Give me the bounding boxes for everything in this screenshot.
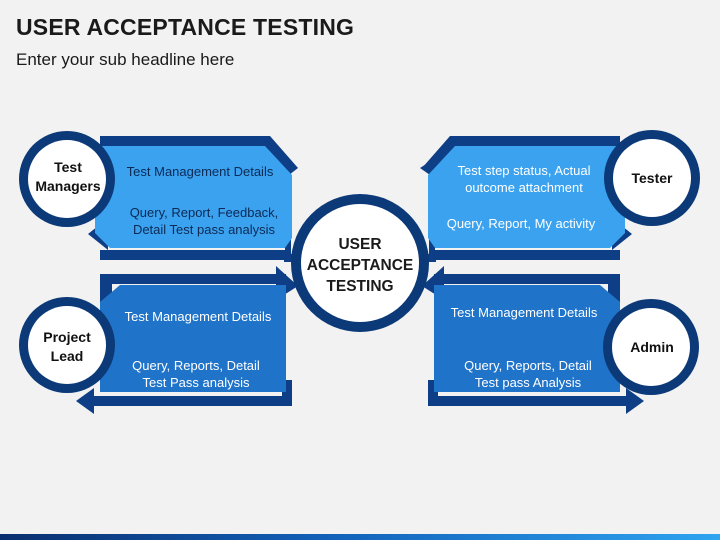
project-lead-line1: Test Management Details	[124, 309, 272, 324]
tester-line1: Test step status, Actual outcome attachm…	[457, 163, 591, 195]
role-test-managers: Test Managers	[35, 159, 101, 194]
role-project-lead: Project Lead	[43, 329, 91, 364]
tester-line2: Query, Report, My activity	[446, 216, 596, 231]
role-tester: Tester	[631, 170, 673, 186]
role-admin: Admin	[630, 339, 674, 355]
project-lead-line2: Query, Reports, Detail Test Pass analysi…	[132, 358, 260, 390]
project-lead-circle	[28, 306, 106, 384]
admin-arrowhead-bottom	[626, 388, 644, 414]
page-title: USER ACCEPTANCE TESTING	[16, 14, 355, 40]
tester-panel	[428, 146, 625, 248]
project-lead-frame	[84, 274, 292, 406]
center-hub	[291, 194, 429, 332]
center-circle	[301, 204, 419, 322]
admin-block	[422, 266, 699, 414]
project-lead-arrowhead-bottom	[76, 388, 94, 414]
test-managers-line2: Query, Report, Feedback, Detail Test pas…	[129, 205, 279, 237]
tester-circle	[613, 139, 691, 217]
project-lead-panel	[100, 285, 286, 392]
tester-block	[420, 130, 700, 260]
admin-panel	[434, 285, 620, 392]
page-subtitle: Enter your sub headline here	[16, 50, 235, 69]
admin-circle	[612, 308, 690, 386]
center-label: USER ACCEPTANCE TESTING	[306, 236, 414, 295]
test-managers-line1: Test Management Details	[126, 164, 274, 179]
test-managers-circle	[28, 140, 106, 218]
test-managers-block	[19, 131, 298, 260]
admin-line1: Test Management Details	[450, 305, 598, 320]
project-lead-block	[19, 266, 298, 414]
footer-bar	[0, 534, 720, 540]
admin-frame	[428, 274, 636, 406]
admin-line2: Query, Reports, Detail Test pass Analysi…	[464, 358, 592, 390]
test-managers-panel	[95, 146, 292, 248]
